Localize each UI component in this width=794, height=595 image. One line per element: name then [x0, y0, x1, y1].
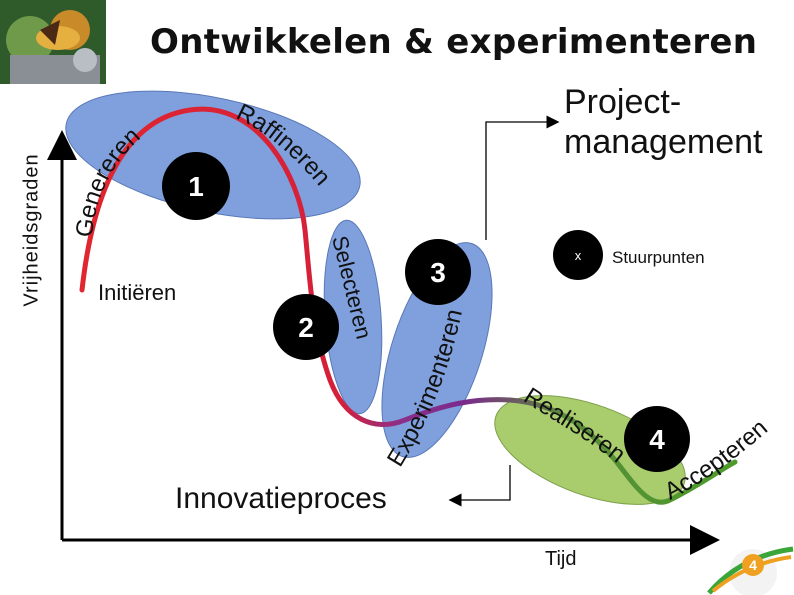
inn4care-logo-icon: 4	[707, 546, 794, 595]
innovation-process-arrow	[448, 465, 511, 507]
experiment-ellipse	[381, 242, 493, 458]
legend-marker-label: x	[575, 248, 582, 263]
header-image-icon	[0, 0, 106, 84]
steering-point-1-label: 1	[188, 171, 204, 202]
page-title: Ontwikkelen & experimenteren	[150, 22, 758, 62]
project-management-line-2: management	[564, 123, 763, 161]
legend-marker-node	[553, 230, 603, 280]
steering-point-2-label: 2	[298, 312, 314, 343]
steering-point-4-label: 4	[649, 424, 665, 455]
steering-point-3-label: 3	[430, 257, 446, 288]
svg-text:4: 4	[749, 557, 757, 573]
initiating-label: Initiëren	[98, 280, 177, 305]
project-management-line-1: Project-	[564, 83, 682, 121]
steering-point-3-node	[405, 239, 471, 305]
y-axis-label: Vrijheidsgraden	[20, 153, 43, 307]
project-management-arrow	[485, 115, 560, 240]
project-management-label: Project- management	[564, 82, 762, 162]
innovation-process-label: Innovatieproces	[175, 482, 387, 515]
legend-label: Stuurpunten	[612, 248, 705, 267]
development-curve	[79, 106, 738, 505]
steering-point-1-node	[162, 152, 230, 220]
x-axis-label: Tijd	[545, 548, 577, 570]
steering-point-4-node	[624, 406, 690, 472]
steering-point-2-node	[273, 294, 339, 360]
